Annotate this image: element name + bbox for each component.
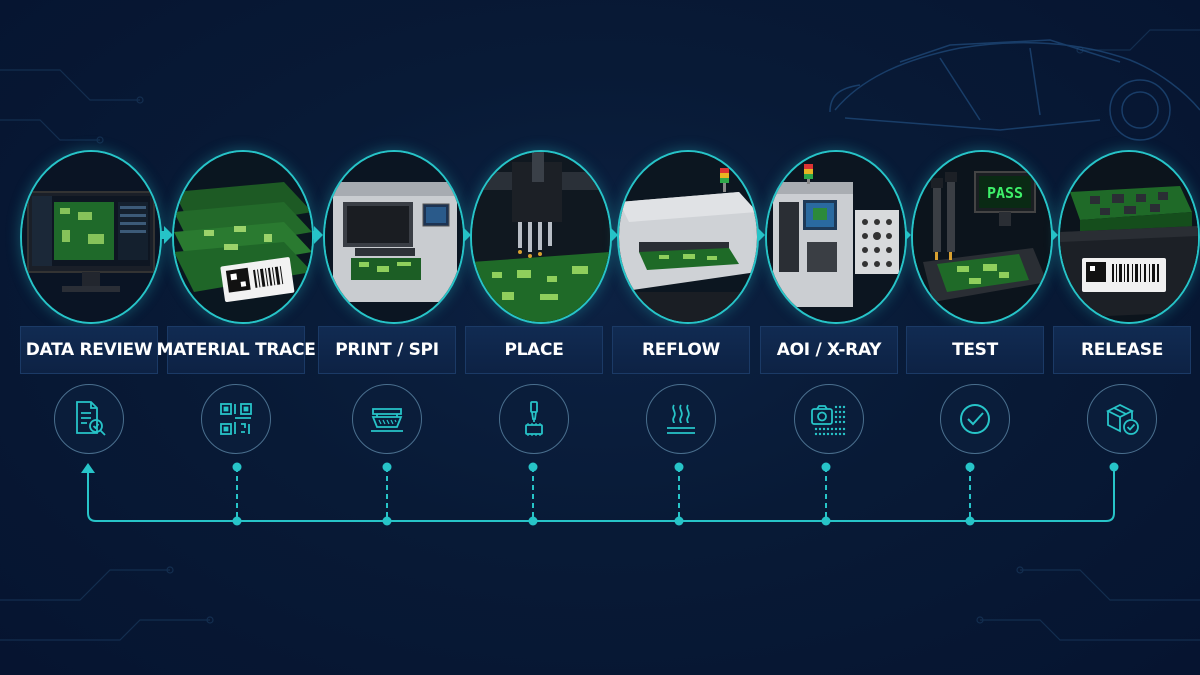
flow-arrow-2: [305, 226, 323, 244]
stage-print-spi: PRINT / SPI: [318, 0, 468, 675]
test-pass-screen: PASS: [987, 184, 1023, 202]
stage-label: DATA REVIEW: [20, 326, 158, 374]
stage-aoi-xray: AOI / X-RAY: [760, 0, 910, 675]
stage-place: PLACE: [465, 0, 615, 675]
material-trace-photo: [172, 150, 314, 324]
arrow-up-icon: [81, 463, 95, 473]
aoi-xray-photo: [765, 150, 907, 324]
reflow-photo: [617, 150, 759, 324]
package-check-icon: [1087, 384, 1157, 454]
stage-label: MATERIAL TRACE: [156, 326, 316, 374]
stage-label: AOI / X-RAY: [760, 326, 898, 374]
stage-label: PRINT / SPI: [318, 326, 456, 374]
flow-arrow-1: [155, 226, 173, 244]
stage-label: RELEASE: [1053, 326, 1191, 374]
stage-label: REFLOW: [612, 326, 750, 374]
stage-label: TEST: [906, 326, 1044, 374]
test-photo: PASS: [911, 150, 1053, 324]
release-photo: [1058, 150, 1200, 324]
stage-reflow: REFLOW: [612, 0, 762, 675]
car-outline-icon: [829, 39, 1200, 141]
qr-code-icon: [201, 384, 271, 454]
heat-waves-icon: [646, 384, 716, 454]
stage-test: PASS TEST: [906, 0, 1056, 675]
print-spi-photo: [323, 150, 465, 324]
stage-label: PLACE: [465, 326, 603, 374]
check-circle-icon: [940, 384, 1010, 454]
stage-release: RELEASE: [1053, 0, 1200, 675]
stage-data-review: DATA REVIEW: [20, 0, 170, 675]
traceability-feedback-line: [81, 462, 1119, 526]
camera-inspection-icon: [794, 384, 864, 454]
stage-material-trace: MATERIAL TRACE: [156, 0, 317, 675]
pick-and-place-nozzle-icon: [499, 384, 569, 454]
stencil-printer-icon: [352, 384, 422, 454]
place-photo: [470, 150, 612, 324]
data-review-photo: [20, 150, 162, 324]
document-search-icon: [54, 384, 124, 454]
